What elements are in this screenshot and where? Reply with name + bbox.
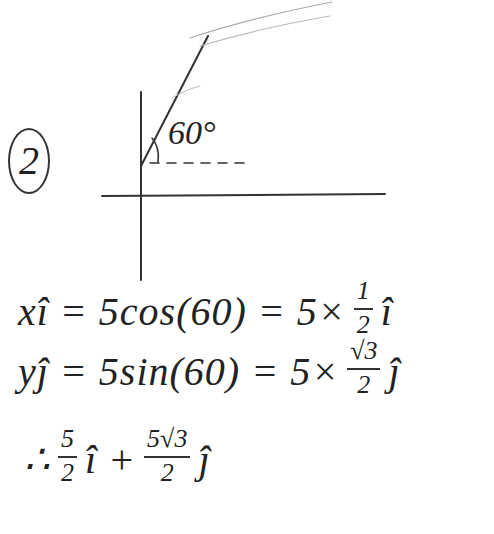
y-axis — [140, 92, 142, 280]
angle-arc — [152, 138, 158, 162]
fraction-bar — [354, 308, 373, 310]
angle-label: 60° — [168, 116, 216, 150]
fraction-bar — [347, 368, 380, 370]
fraction-part: 2 — [357, 312, 370, 338]
faint-stroke — [200, 16, 330, 46]
fraction-part: 2 — [357, 372, 370, 398]
unit-vector: ĵ — [388, 352, 400, 392]
unit-vector: ĵ — [198, 440, 210, 480]
faint-stroke — [172, 86, 200, 98]
fraction-part: √3 — [350, 338, 377, 364]
fraction-part: 5 — [61, 426, 74, 452]
unit-vector: î — [381, 292, 393, 332]
circled-number: 2 — [8, 128, 50, 194]
fraction-bar — [144, 456, 190, 458]
unit-vector: î + — [85, 440, 136, 480]
x-axis — [102, 194, 385, 196]
fraction-part: 2 — [61, 460, 74, 486]
fraction-bar — [58, 456, 77, 458]
fraction-part: 2 — [161, 460, 174, 486]
equation: yĵ = 5sin(60) = 5× — [18, 352, 339, 392]
therefore-sign: ∴ — [24, 440, 50, 480]
dashed-reference — [150, 162, 248, 164]
question-number: 2 — [19, 141, 39, 181]
equation: xî = 5cos(60) = 5× — [18, 292, 346, 332]
fraction-part: 1 — [357, 278, 370, 304]
fraction-part: 5√3 — [147, 426, 187, 452]
